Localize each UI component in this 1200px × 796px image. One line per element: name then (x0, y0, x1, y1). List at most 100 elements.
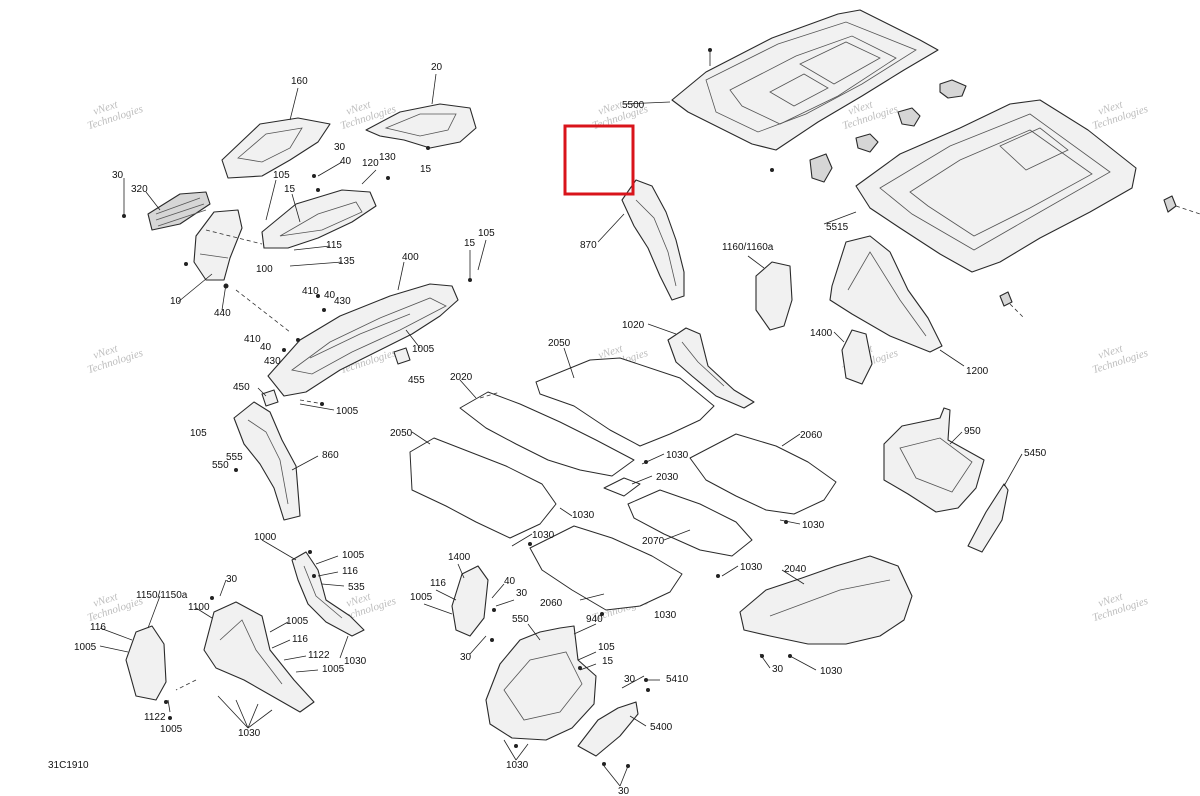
callout-15: 15 (284, 184, 296, 195)
panel-870 (621, 179, 685, 301)
callout-116: 116 (292, 634, 308, 645)
callout-1122: 1122 (308, 650, 330, 661)
callout-1030: 1030 (666, 450, 689, 461)
rail-1100 (203, 601, 315, 713)
callout-2060: 2060 (800, 430, 823, 441)
watermark: vNext Technologies (1091, 342, 1150, 376)
callout-450: 450 (233, 382, 250, 393)
callout-30: 30 (772, 664, 784, 675)
callout-40: 40 (504, 576, 516, 587)
roof-clip (708, 48, 833, 183)
callout-1005: 1005 (322, 664, 345, 675)
callout-430: 430 (334, 296, 351, 307)
dashboard-400 (267, 283, 459, 397)
callout-2070: 2070 (642, 536, 665, 547)
callout-1030: 1030 (238, 728, 261, 739)
callout-1030: 1030 (820, 666, 843, 677)
callout-2050: 2050 (390, 428, 413, 439)
callout-30: 30 (618, 786, 630, 796)
callout-410: 410 (244, 334, 261, 345)
callout-1005: 1005 (74, 642, 97, 653)
callout-30: 30 (460, 652, 472, 663)
callout-116: 116 (430, 578, 446, 589)
bracket-1400-right (841, 329, 873, 385)
callout-1200: 1200 (966, 366, 989, 377)
cover-160 (221, 117, 331, 179)
roof-side-brackets (999, 195, 1200, 319)
floor-mat-2020 (459, 391, 635, 477)
rail-1000 (291, 551, 365, 637)
callout-1160-1160a: 1160/1160a (722, 242, 774, 253)
callout-1005: 1005 (342, 550, 365, 561)
callout-40: 40 (340, 156, 352, 167)
callout-135: 135 (338, 256, 355, 267)
floor-mat-2060-lower (529, 525, 683, 611)
callout-430: 430 (264, 356, 281, 367)
callout-2020: 2020 (450, 372, 473, 383)
callout-5400: 5400 (650, 722, 673, 733)
callout-105: 105 (190, 428, 207, 439)
callout-30: 30 (334, 142, 346, 153)
part-450 (261, 389, 279, 407)
callout-10: 10 (170, 296, 182, 307)
callout-15: 15 (420, 164, 432, 175)
callout-116: 116 (342, 566, 358, 577)
watermark: vNext Technologies (86, 342, 145, 376)
callout-1030: 1030 (654, 610, 677, 621)
callout-1030: 1030 (572, 510, 595, 521)
panel-5450 (967, 483, 1009, 553)
cover-20 (365, 103, 477, 149)
diagram-code: 31C1910 (48, 760, 89, 771)
callout-1030: 1030 (802, 520, 825, 531)
callout-555: 555 (226, 452, 243, 463)
floor-mat-2060-upper (689, 433, 837, 515)
roof-panel-5500 (671, 9, 939, 151)
callout-20: 20 (431, 62, 443, 73)
callout-160: 160 (291, 76, 308, 87)
roof-bracket-left (939, 79, 967, 99)
callout-1030: 1030 (344, 656, 367, 667)
storage-950 (883, 407, 985, 513)
callout-2040: 2040 (784, 564, 807, 575)
callout-2060: 2060 (540, 598, 563, 609)
fasteners (122, 146, 792, 768)
callout-40: 40 (260, 342, 272, 353)
floor-mat-2050-upper (535, 357, 715, 447)
watermark: vNext Technologies (1091, 590, 1150, 624)
callout-2030: 2030 (656, 472, 679, 483)
callout-1400: 1400 (448, 552, 471, 563)
floor-mat-2050-lower (409, 437, 557, 539)
callout-30: 30 (226, 574, 238, 585)
callout-40: 40 (324, 290, 336, 301)
callout-1030: 1030 (532, 530, 555, 541)
roof-bracket-right (855, 133, 879, 153)
storage-940 (485, 625, 597, 741)
callout-940: 940 (586, 614, 603, 625)
callout-1122: 1122 (144, 712, 166, 723)
floor-plate-2040 (739, 555, 913, 645)
roof-bracket-mid (897, 107, 921, 127)
callout-535: 535 (348, 582, 365, 593)
console-100 (261, 189, 377, 249)
callout-1030: 1030 (506, 760, 529, 771)
callout-labels: 160 20 30 40 120 130 15 30 320 105 15 10… (74, 62, 1047, 796)
callout-30: 30 (624, 674, 636, 685)
callout-860: 860 (322, 450, 339, 461)
grille-320 (147, 191, 211, 231)
plate-2030 (603, 477, 641, 497)
callout-30: 30 (516, 588, 528, 599)
callout-2050: 2050 (548, 338, 571, 349)
callout-1000: 1000 (254, 532, 277, 543)
callout-1005: 1005 (286, 616, 309, 627)
callout-116: 116 (90, 622, 106, 633)
callout-1150-1150a: 1150/1150a (136, 590, 188, 601)
watermark: vNext Technologies (1091, 98, 1150, 132)
roof-panel-5515 (855, 99, 1137, 273)
callout-455: 455 (408, 375, 425, 386)
callout-130: 130 (379, 152, 396, 163)
callout-1005: 1005 (160, 724, 183, 735)
callout-105: 105 (598, 642, 615, 653)
panel-5400 (577, 701, 639, 757)
pillar-860 (233, 401, 301, 521)
watermark: vNext Technologies (86, 98, 145, 132)
